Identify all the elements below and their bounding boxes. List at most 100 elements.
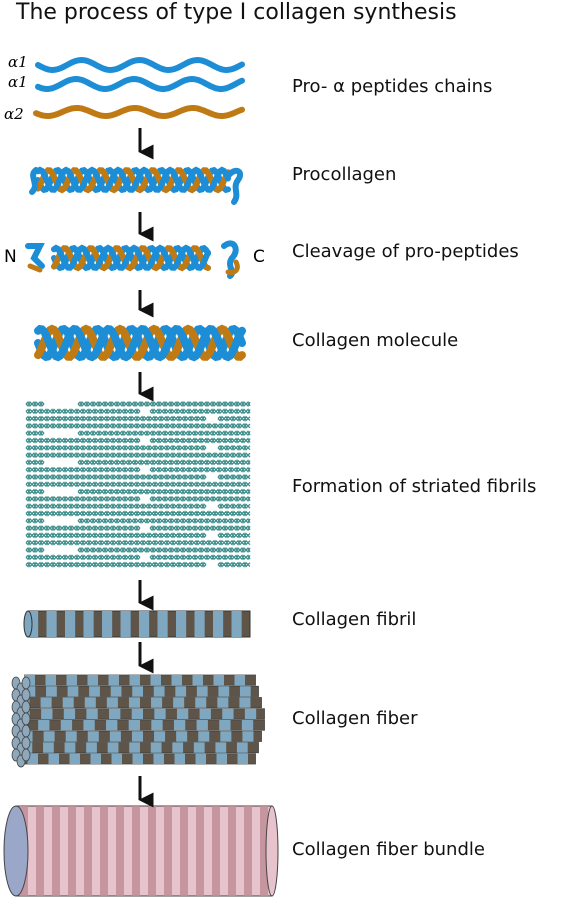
fiber-band-4-8: [196, 720, 208, 731]
bundle-stripe-12: [212, 806, 220, 896]
cleaved-n-peptide-a: [25, 243, 45, 269]
fiber-band-6-7: [172, 742, 184, 753]
step-label-collagen-fiber: Collagen fiber: [292, 708, 418, 729]
fibril-strand-16-1: [77, 517, 251, 524]
fiber-band-2-2: [62, 697, 74, 708]
fiber-band-1-10: [239, 686, 251, 697]
chain-label-alpha1-a: α1: [8, 53, 28, 71]
fibril-strand-10-1-b: [217, 474, 251, 480]
fibril-strand-1-0-b: [25, 408, 141, 415]
fiber-band-7-5: [132, 753, 143, 764]
fibril-strand-17-1: [149, 525, 251, 532]
fiber-band-5-2: [65, 731, 77, 742]
fiber-band-4-7: [173, 720, 186, 731]
fibril-strand-9-1-b: [149, 466, 251, 473]
bundle-left-face: [3, 805, 29, 897]
fiber-band-2-7: [173, 697, 185, 708]
fiber-end-circle-3-2: [21, 712, 31, 726]
fiber-band-5-4: [109, 731, 121, 742]
fibril-strand-11-0: [25, 481, 251, 488]
fibril-light-band-5: [120, 611, 131, 637]
fiber-band-6-9: [215, 742, 227, 753]
fibril-strand-21-1-b: [149, 554, 251, 561]
fibril-strand-3-0: [25, 422, 251, 429]
fiber-band-2-9: [217, 697, 229, 708]
fiber-band-7-3: [90, 753, 101, 764]
alpha2-chain: [33, 105, 245, 120]
fiber-band-7-6: [153, 753, 164, 764]
c-propeptide-a: [225, 167, 244, 205]
fibril-strand-5-1-b: [149, 437, 251, 444]
procollagen-alpha1-strand-b: [35, 166, 231, 193]
bundle-stripe-9: [164, 806, 172, 896]
fiber-band-0-2: [66, 675, 77, 686]
fiber-band-0-5: [129, 675, 140, 686]
fibril-strand-19-0-b: [25, 539, 251, 546]
fibril-strand-4-1: [77, 430, 251, 437]
fiber-band-6-8: [193, 742, 205, 753]
fibril-strand-1-1-b: [149, 408, 251, 415]
step-label-fiber-bundle: Collagen fiber bundle: [292, 839, 485, 860]
step-label-collagen-molecule: Collagen molecule: [292, 330, 459, 351]
fiber-band-6-1: [43, 742, 54, 753]
fibril-strand-11-0-b: [25, 481, 251, 488]
fiber-band-5-3: [87, 731, 99, 742]
step-label-pro-alpha-chains: Pro- α peptides chains: [292, 76, 493, 97]
fiber-band-7-2: [69, 753, 80, 764]
fibril-light-band-10: [213, 611, 224, 637]
fibril-strand-6-0-b: [25, 444, 207, 451]
fiber-band-1-0: [24, 686, 36, 697]
fiber-band-0-10: [234, 675, 245, 686]
fiber-end-circle-6-2: [21, 748, 31, 762]
fibril-strand-7-0: [25, 452, 251, 459]
step-label-striated-fibrils: Formation of striated fibrils: [292, 476, 537, 497]
fibril-strand-1-1: [149, 408, 251, 415]
fibril-strand-4-1-b: [77, 430, 251, 437]
bundle-stripe-13: [228, 806, 236, 896]
fibril-strand-19-0: [25, 539, 251, 546]
pro-alpha-chains: [33, 56, 245, 120]
molecule-alpha1-strand-b: [34, 324, 246, 362]
fibril-light-band-7: [157, 611, 168, 637]
fibril-strand-21-1: [149, 554, 251, 561]
fibril-light-band-9: [194, 611, 205, 637]
procollagen-helix: [29, 166, 244, 205]
fiber-band-1-2: [67, 686, 79, 697]
step-label-procollagen: Procollagen: [292, 164, 397, 185]
fiber-band-6-3: [86, 742, 97, 753]
fibril-strand-15-0-b: [25, 510, 251, 517]
molecule-alpha1-strand-a: [34, 324, 246, 362]
fibril-strand-8-1-b: [77, 459, 251, 466]
bundle-stripe-15: [260, 806, 268, 896]
fibril-strand-9-1: [149, 466, 251, 473]
fiber-band-5-10: [242, 731, 254, 742]
fiber-end-circle-5-2: [21, 736, 31, 750]
fiber-band-2-4: [106, 697, 118, 708]
fibril-light-band-6: [139, 611, 150, 637]
fibril-light-band-11: [231, 611, 242, 637]
fiber-band-4-6: [151, 720, 163, 731]
bundle-right-end: [265, 805, 279, 897]
bundle-stripe-11: [196, 806, 204, 896]
fiber-band-5-7: [176, 731, 188, 742]
fibril-light-band-3: [83, 611, 94, 637]
fiber-band-7-7: [174, 753, 185, 764]
fibril-strand-3-0-b: [25, 422, 251, 429]
fibril-strand-15-0: [25, 510, 251, 517]
fibril-strand-0-1-b: [77, 401, 251, 407]
bundle-stripe-8: [148, 806, 156, 896]
fibril-strand-8-0-b: [25, 459, 45, 466]
fiber-band-1-5: [132, 686, 143, 697]
fibril-strand-17-1-b: [149, 525, 251, 532]
bundle-stripe-5: [100, 806, 108, 896]
fibril-strand-14-1-b: [217, 503, 251, 510]
cleaved-procollagen: [25, 240, 240, 279]
cleaved-c-peptide-b: [225, 259, 240, 275]
fiber-band-3-4: [109, 708, 121, 719]
fibril-strand-18-1-b: [217, 532, 251, 539]
fiber-band-3-1: [41, 708, 53, 719]
fiber-band-7-4: [111, 753, 122, 764]
fibril-strand-14-0-b: [25, 503, 207, 510]
fibril-strand-4-0-b: [25, 430, 45, 437]
fibril-strand-20-0-b: [25, 547, 45, 553]
